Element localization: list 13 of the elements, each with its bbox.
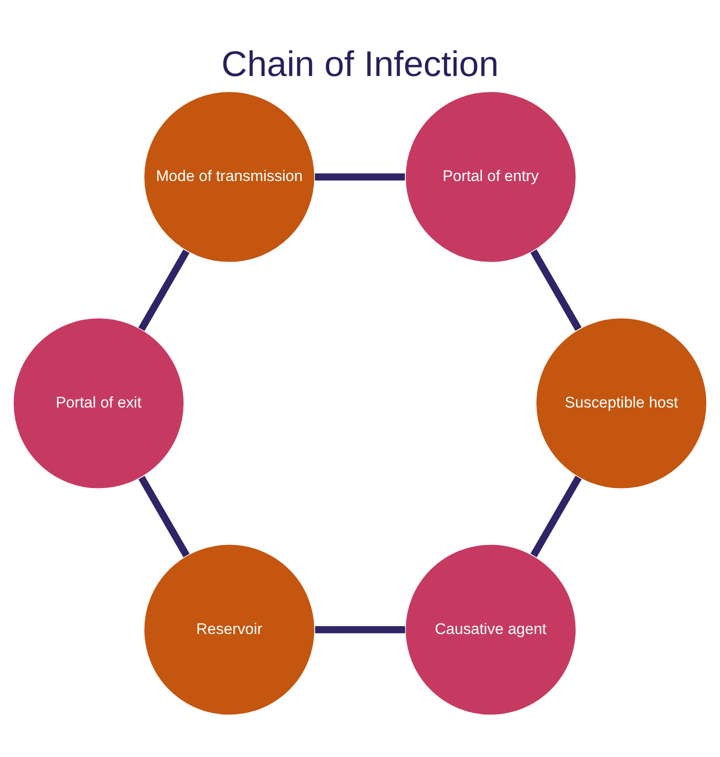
node-circle: Mode of transmission — [143, 90, 316, 263]
node-circle: Causative agent — [404, 543, 577, 716]
node-circle: Portal of exit — [12, 316, 185, 489]
connector — [138, 475, 190, 557]
connector — [138, 249, 190, 331]
connector — [314, 172, 405, 180]
node-circle: Susceptible host — [535, 316, 708, 489]
connector — [530, 475, 582, 557]
connector — [530, 248, 582, 330]
node-circle: Reservoir — [143, 543, 316, 716]
node-circle: Portal of entry — [404, 90, 577, 263]
diagram-title: Chain of Infection — [221, 44, 499, 84]
connector — [315, 626, 406, 633]
